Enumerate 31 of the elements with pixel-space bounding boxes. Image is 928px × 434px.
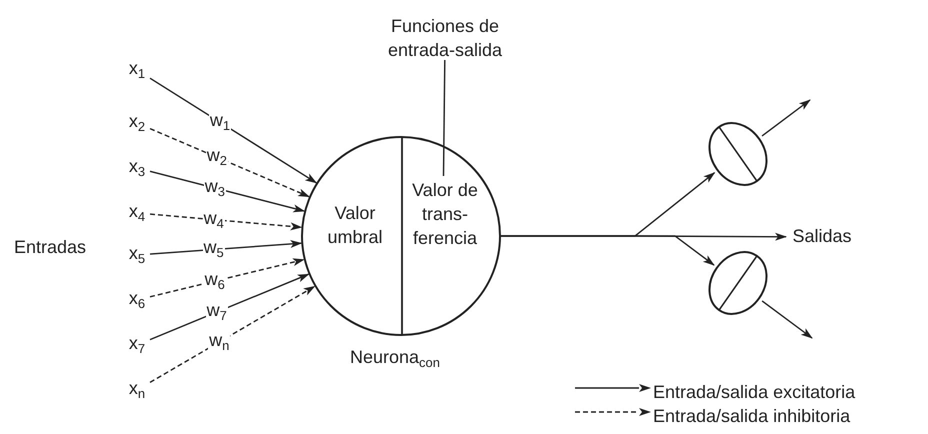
- neuron-circle: [301, 136, 501, 336]
- arrow: [150, 213, 302, 230]
- input-variable-label: x$_{1}$: [124, 56, 150, 84]
- input-variable-label: x$_{3}$: [124, 154, 150, 182]
- arrow: [150, 274, 310, 340]
- arrow: [150, 286, 316, 383]
- callout-text: Funciones de entrada-salida: [375, 14, 515, 60]
- group-label: Entradas: [14, 236, 86, 258]
- input-variable-label: x$_{4}$: [124, 199, 150, 227]
- input-variable-label: x$_{2}$: [124, 109, 150, 137]
- leader-line: [442, 60, 446, 176]
- legend-text: Entrada/salida excitatoria: [653, 381, 856, 403]
- input-variable-label: x$_{6}$: [124, 286, 150, 314]
- arrow: [150, 170, 306, 212]
- input-variable-label: x$_{5}$: [124, 241, 150, 269]
- arrow: [150, 258, 305, 298]
- slashed-ellipse: [708, 122, 768, 186]
- arrow: [150, 240, 302, 255]
- arrow: [762, 99, 811, 137]
- legend-text: Entrada/salida inhibitoria: [653, 405, 850, 427]
- arrow: [150, 128, 310, 198]
- node-caption: Neurona$_{con}$: [350, 346, 440, 368]
- input-variable-label: x$_{7}$: [124, 331, 150, 359]
- arrow: [501, 235, 715, 266]
- slashed-ellipse: [708, 251, 768, 315]
- arrow: [762, 300, 813, 339]
- neuron-section-label: Valor de trans- ferencia: [411, 178, 479, 282]
- arrow: [150, 78, 318, 184]
- neuron-section-label: Valor umbral: [318, 201, 392, 251]
- output-label: Salidas: [786, 224, 858, 250]
- input-variable-label: x$_{n}$: [124, 376, 150, 404]
